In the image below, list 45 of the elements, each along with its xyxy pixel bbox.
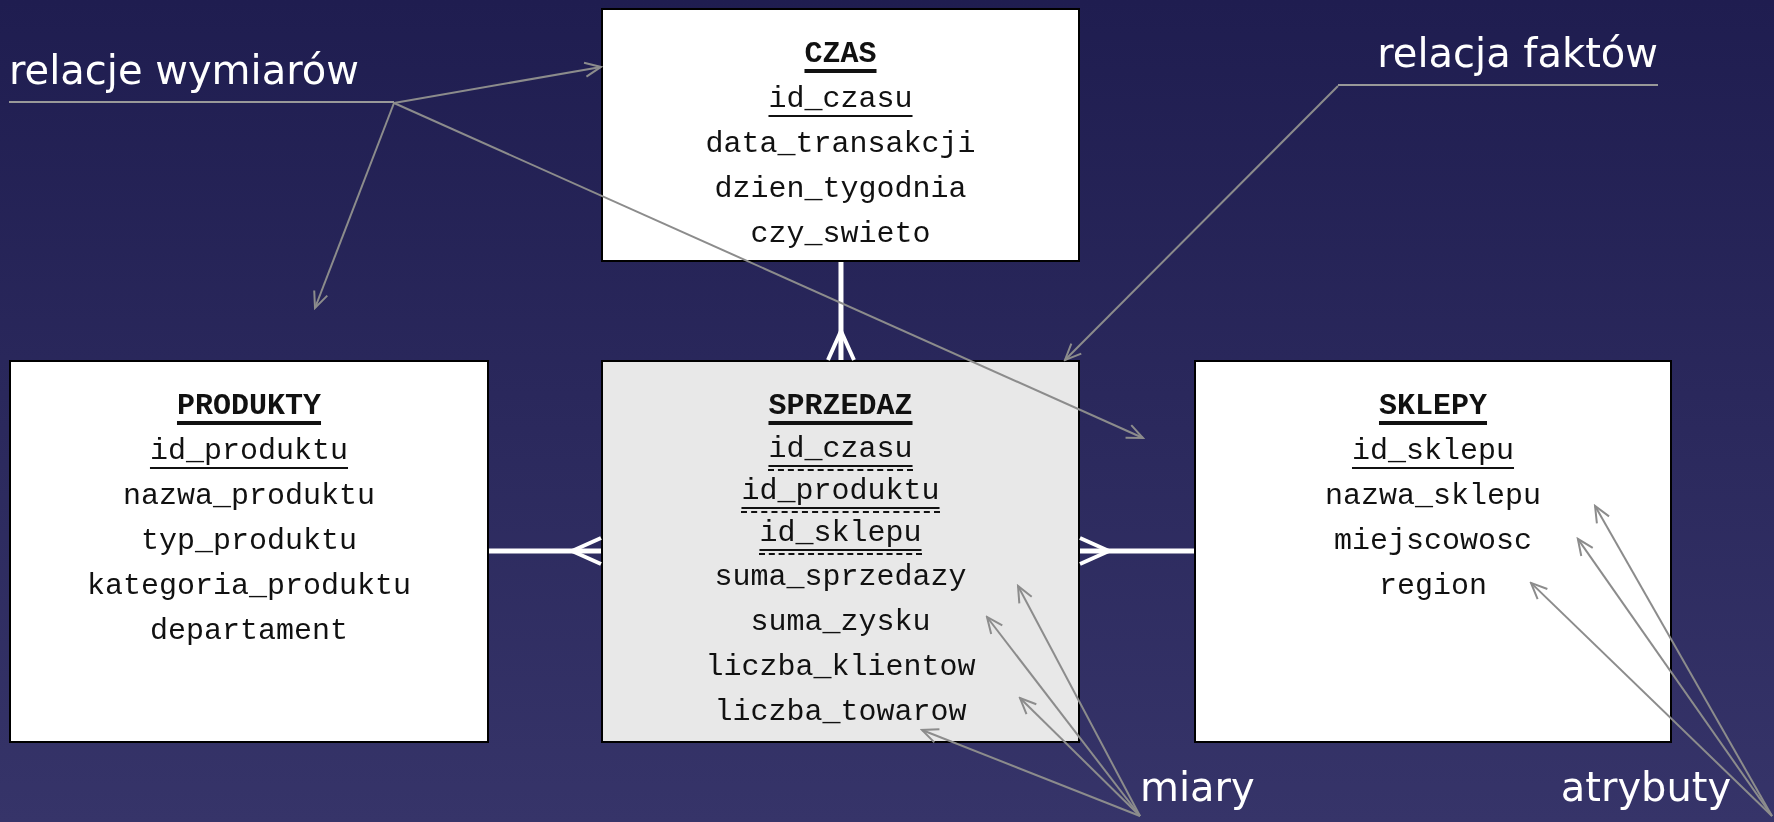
column-name: liczba_towarow — [714, 694, 967, 731]
column-name: id_produktu — [149, 433, 348, 470]
annotation-label: miary — [1140, 762, 1270, 816]
column-name: region — [1379, 568, 1487, 605]
column-name: id_produktu — [741, 471, 940, 513]
table-name: CZAS — [804, 36, 877, 73]
table-box — [9, 360, 489, 743]
relationship-line — [489, 536, 603, 566]
column-name: dzien_tygodnia — [714, 171, 967, 208]
annotation-label: relacje wymiarów — [9, 45, 394, 103]
table-name: PRODUKTY — [177, 388, 321, 425]
column-name: nazwa_produktu — [122, 478, 375, 515]
annotation-label: relacja faktów — [1338, 28, 1658, 86]
leader-line — [393, 61, 602, 104]
leader-line — [1064, 85, 1339, 361]
leader-line — [313, 102, 395, 309]
table-box — [601, 360, 1080, 743]
leader-line — [1530, 581, 1773, 817]
leader-line — [986, 616, 1141, 817]
column-name: id_czasu — [768, 81, 913, 118]
table-box — [601, 8, 1080, 262]
column-name: typ_produktu — [140, 523, 357, 560]
relationship-line — [826, 262, 856, 362]
table-name: SKLEPY — [1379, 388, 1487, 425]
column-name: id_czasu — [768, 429, 913, 471]
leader-line — [1017, 584, 1141, 817]
relationship-line — [1078, 536, 1194, 566]
column-name: id_sklepu — [759, 513, 922, 555]
column-name: data_transakcji — [705, 126, 976, 163]
column-name: id_sklepu — [1352, 433, 1514, 470]
annotation-label: atrybuty — [1520, 762, 1772, 816]
column-name: suma_sprzedazy — [714, 559, 967, 596]
leader-line — [393, 102, 1144, 439]
column-name: nazwa_sklepu — [1324, 478, 1541, 515]
column-name: liczba_klientow — [705, 649, 976, 686]
column-name: kategoria_produktu — [86, 568, 412, 605]
column-name: departament — [149, 613, 348, 650]
column-name: miejscowosc — [1333, 523, 1532, 560]
leader-line — [1594, 504, 1773, 817]
table-box — [1194, 360, 1672, 743]
leader-line — [1576, 537, 1773, 817]
column-name: czy_swieto — [750, 216, 931, 253]
column-name: suma_zysku — [750, 604, 931, 641]
table-name: SPRZEDAZ — [768, 388, 913, 425]
leader-line — [921, 728, 1141, 817]
